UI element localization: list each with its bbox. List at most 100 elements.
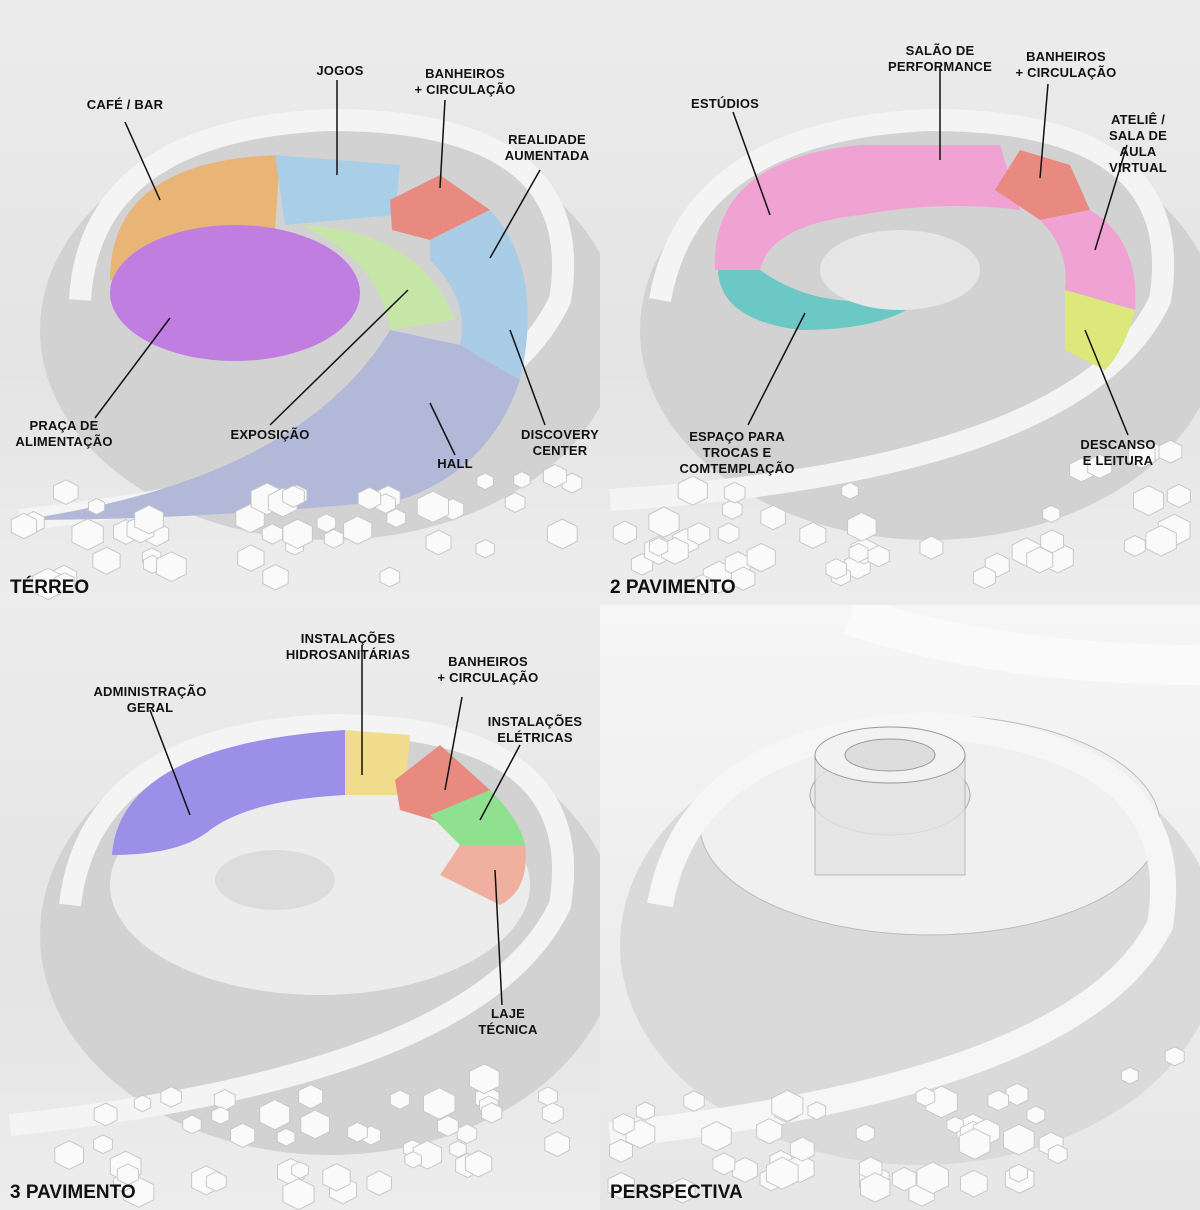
tree-icon [987,1089,1010,1112]
tree-icon [612,520,638,545]
tree-icon [867,544,890,568]
zone-eletricas [430,790,525,845]
zone-hall [20,330,520,520]
tree-icon [54,1140,85,1170]
trees [10,463,583,601]
label-exposicao: EXPOSIÇÃO [230,427,310,442]
tree-icon [825,558,848,580]
zone-realidade-discovery [430,210,528,380]
tree-icon [160,1086,182,1108]
tree-icon [211,1106,230,1125]
tree-icon [544,1131,570,1157]
tree-icon [756,1118,783,1145]
label-banheiros: BANHEIROS + CIRCULAÇÃO [437,654,539,685]
label-salao-performance: SALÃO DE PERFORMANCE [887,43,993,74]
tree-icon [425,529,452,556]
tree-icon [88,497,106,516]
tree-icon [958,1127,991,1160]
label-espaco-trocas: ESPAÇO PARA TROCAS E COMTEMPLAÇÃO [679,429,795,476]
tree-icon [1026,1105,1046,1125]
tree-icon [475,539,495,559]
tree-icon [760,504,786,531]
panel-title: TÉRREO [10,577,90,598]
tree-icon [860,1172,891,1203]
tree-icon [960,1169,988,1198]
tree-icon [54,572,76,594]
label-estudios: ESTÚDIOS [690,96,760,111]
tree-icon [282,485,305,508]
tree-icon [538,1086,558,1107]
tree-icon [919,535,944,560]
tree-icon [298,1084,324,1110]
tree-icon [504,492,526,513]
tree-icon [343,515,373,545]
label-banheiros: BANHEIROS + CIRCULAÇÃO [1015,49,1117,80]
tree-icon [691,573,713,596]
tree-icon [687,522,711,546]
tree-icon [366,1170,392,1196]
zone-exposicao [300,225,455,330]
tree-icon [972,565,997,590]
tree-icon [1087,453,1113,479]
tree-icon [386,508,407,529]
tree-icon [205,1170,227,1192]
tree-icon [182,1114,202,1135]
leader-lines [149,645,521,1006]
tree-icon [291,1161,309,1180]
bridge [843,605,1200,685]
panel-title: PERSPECTIVA [610,1182,743,1203]
tree-icon [915,1087,936,1107]
perspectiva-drawing [607,605,1200,1207]
tree-icon [53,479,79,505]
zone-estudios-salao [714,145,1020,270]
tree-icon [93,1102,118,1127]
tree-icon [322,1163,351,1192]
tree-icon [722,499,743,520]
tree-icon [848,542,869,563]
label-cafe-bar: CAFÉ / BAR [86,97,164,112]
tree-icon [134,504,164,535]
tree-icon [347,1121,368,1143]
zone-banheiros [995,150,1090,220]
tree-icon [449,1140,467,1158]
tree-icon [683,1090,705,1112]
label-eletricas: INSTALAÇÕES ELÉTRICAS [487,714,583,745]
tree-icon [476,472,494,491]
zone-espaco-trocas [718,270,930,330]
label-descanso-leitura: DESCANSO E LEITURA [1080,437,1156,468]
tree-icon [723,481,746,504]
tree-icon [259,1099,291,1131]
tree-icon [677,475,708,506]
trees [607,1046,1185,1207]
label-laje-tecnica: LAJE TÉCNICA [478,1006,538,1037]
tree-icon [1166,483,1191,508]
zone-administracao [112,730,345,855]
tree-icon [261,523,284,545]
tree-icon [541,1102,564,1125]
tree-icon [546,518,578,550]
tree-icon [237,544,265,572]
tree-icon [464,1150,493,1178]
tree-icon [799,521,827,549]
tree-icon [607,1171,635,1200]
tree-icon [916,1161,949,1195]
zone-jogos [275,155,400,225]
panel-terreo: CAFÉ / BAR JOGOS BANHEIROS + CIRCULAÇÃO … [0,0,600,605]
tree-icon [262,563,289,591]
tree-icon [1120,1066,1139,1085]
tree-icon [542,463,567,489]
tree-icon [712,1152,736,1176]
terreo-drawing [10,80,600,601]
tree-icon [731,566,756,591]
tree-icon [282,518,313,550]
label-realidade-aumentada: REALIDADE AUMENTADA [504,132,590,163]
panel-2-pavimento: ESTÚDIOS SALÃO DE PERFORMANCE BANHEIROS … [600,0,1200,605]
pavimento2-drawing [609,66,1200,596]
tree-icon [765,1156,799,1190]
tree-icon [300,1109,331,1140]
tree-icon [855,1123,875,1143]
trees [54,1063,570,1210]
tree-icon [732,1156,758,1183]
tree-icon [1145,525,1177,557]
tree-icon [1005,1082,1029,1107]
